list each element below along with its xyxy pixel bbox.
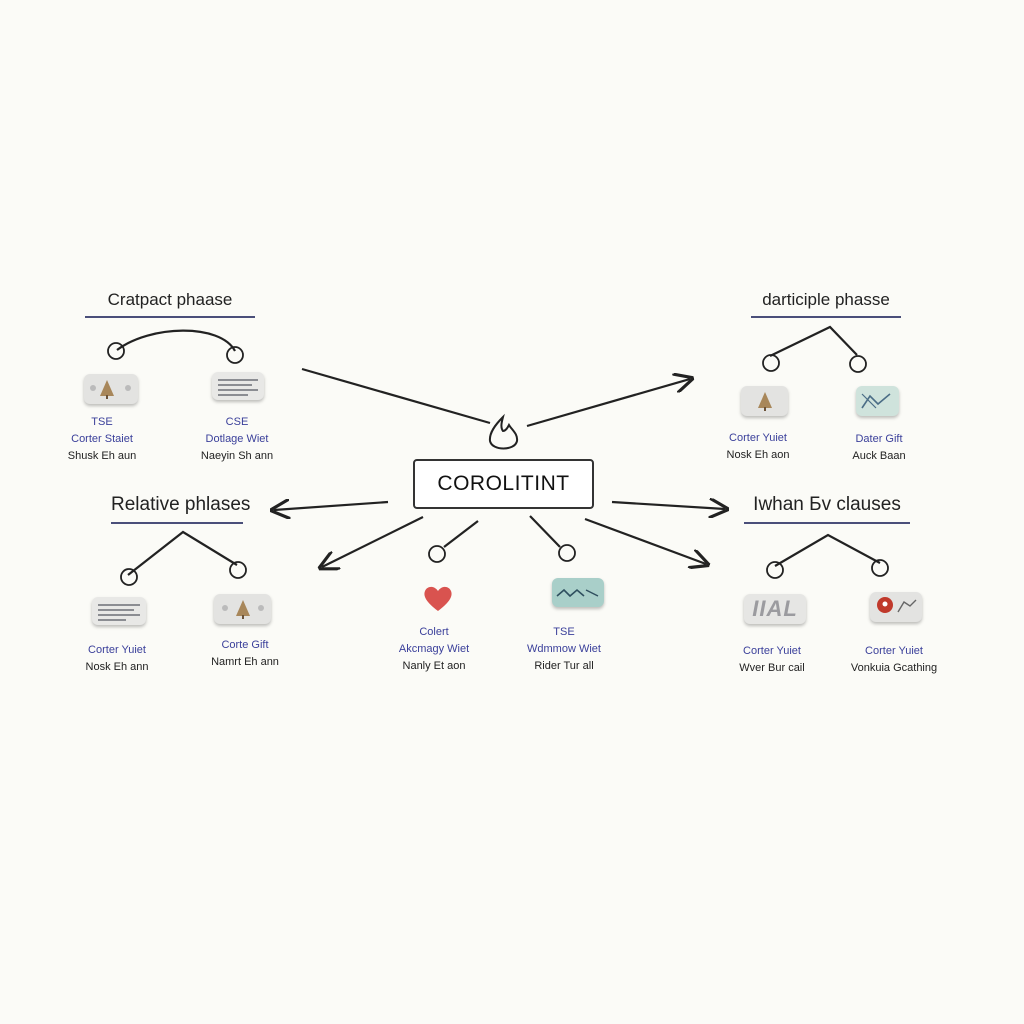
center-node[interactable]: COROLITINT [413, 459, 594, 509]
caption-tr1: Corter Yuiet Nosk Eh aon [726, 432, 790, 461]
arrow-to-lower-right [584, 517, 706, 564]
curve-mid-right [774, 533, 881, 567]
node-loop [558, 544, 576, 562]
line-to-child-c1 [443, 520, 479, 548]
text-lines-card-icon[interactable] [92, 597, 146, 625]
node-loop [120, 568, 138, 586]
node-loop [226, 346, 244, 364]
node-loop [107, 342, 125, 360]
caption-mr1: Corter Yuiet Wver Bur cail [739, 645, 805, 674]
tree-card-icon[interactable] [84, 374, 138, 404]
text-lines-icon [98, 604, 140, 621]
caption-c2: TSE Wdmmow Wiet Rider Tur all [527, 626, 601, 672]
heart-shape [424, 586, 452, 611]
node-loop [766, 561, 784, 579]
group-title-mid-left: Relative phlases [111, 494, 250, 524]
curve-top-left [116, 329, 236, 352]
group-title-mid-right: Iwhan Бv clauses [744, 494, 910, 524]
node-loop [849, 355, 867, 373]
arrow-to-top-right [526, 379, 690, 428]
center-node-label: COROLITINT [437, 472, 570, 495]
text-lines-card-icon[interactable] [212, 372, 264, 400]
caption-tl2: CSE Dotlage Wiet Naeyin Sh ann [200, 416, 274, 462]
arrow-to-mid-right [611, 502, 725, 509]
chart-card-icon[interactable] [856, 386, 899, 416]
letters-card-text: IIAL [752, 596, 798, 621]
caption-ml2: Corte Gift Namrt Eh ann [211, 639, 279, 668]
line-to-child-c2 [529, 515, 561, 548]
caption-tr2: Dater Gift Auck Baan [852, 433, 906, 462]
group-title-top-left: Cratpact phaase [85, 290, 255, 318]
pin-icon [877, 597, 917, 613]
node-loop [871, 559, 889, 577]
chart-icon [861, 393, 891, 409]
caption-tl1: TSE Corter Staiet Shusk Eh aun [67, 416, 137, 462]
arrow-to-mid-left [274, 502, 389, 510]
wave-card-icon[interactable] [552, 578, 604, 607]
text-lines-icon [218, 379, 258, 396]
caption-ml1: Corter Yuiet Nosk Eh ann [85, 644, 149, 673]
letters-card-icon[interactable]: IIAL [744, 594, 806, 624]
tree-card-icon[interactable] [741, 386, 788, 416]
drop-icon [488, 413, 519, 450]
tree-card-icon[interactable] [214, 594, 271, 624]
pin-card-icon[interactable] [870, 592, 922, 622]
heart-icon[interactable] [421, 582, 455, 614]
wave-icon [556, 588, 599, 598]
tree-icon [90, 380, 131, 399]
tree-icon [758, 392, 772, 411]
caption-mr2: Corter Yuiet Vonkuia Gcathing [850, 645, 938, 674]
node-loop [229, 561, 247, 579]
arrow-to-lower-left [322, 516, 424, 567]
group-title-top-right: darticiple phasse [751, 290, 901, 318]
curve-top-right [769, 325, 858, 357]
node-loop [428, 545, 446, 563]
node-loop [762, 354, 780, 372]
tree-icon [222, 600, 264, 619]
caption-c1: Colert Akcmagy Wiet Nanly Et aon [398, 626, 470, 672]
curve-mid-left [127, 530, 238, 576]
arrow-to-top-left [301, 367, 491, 425]
